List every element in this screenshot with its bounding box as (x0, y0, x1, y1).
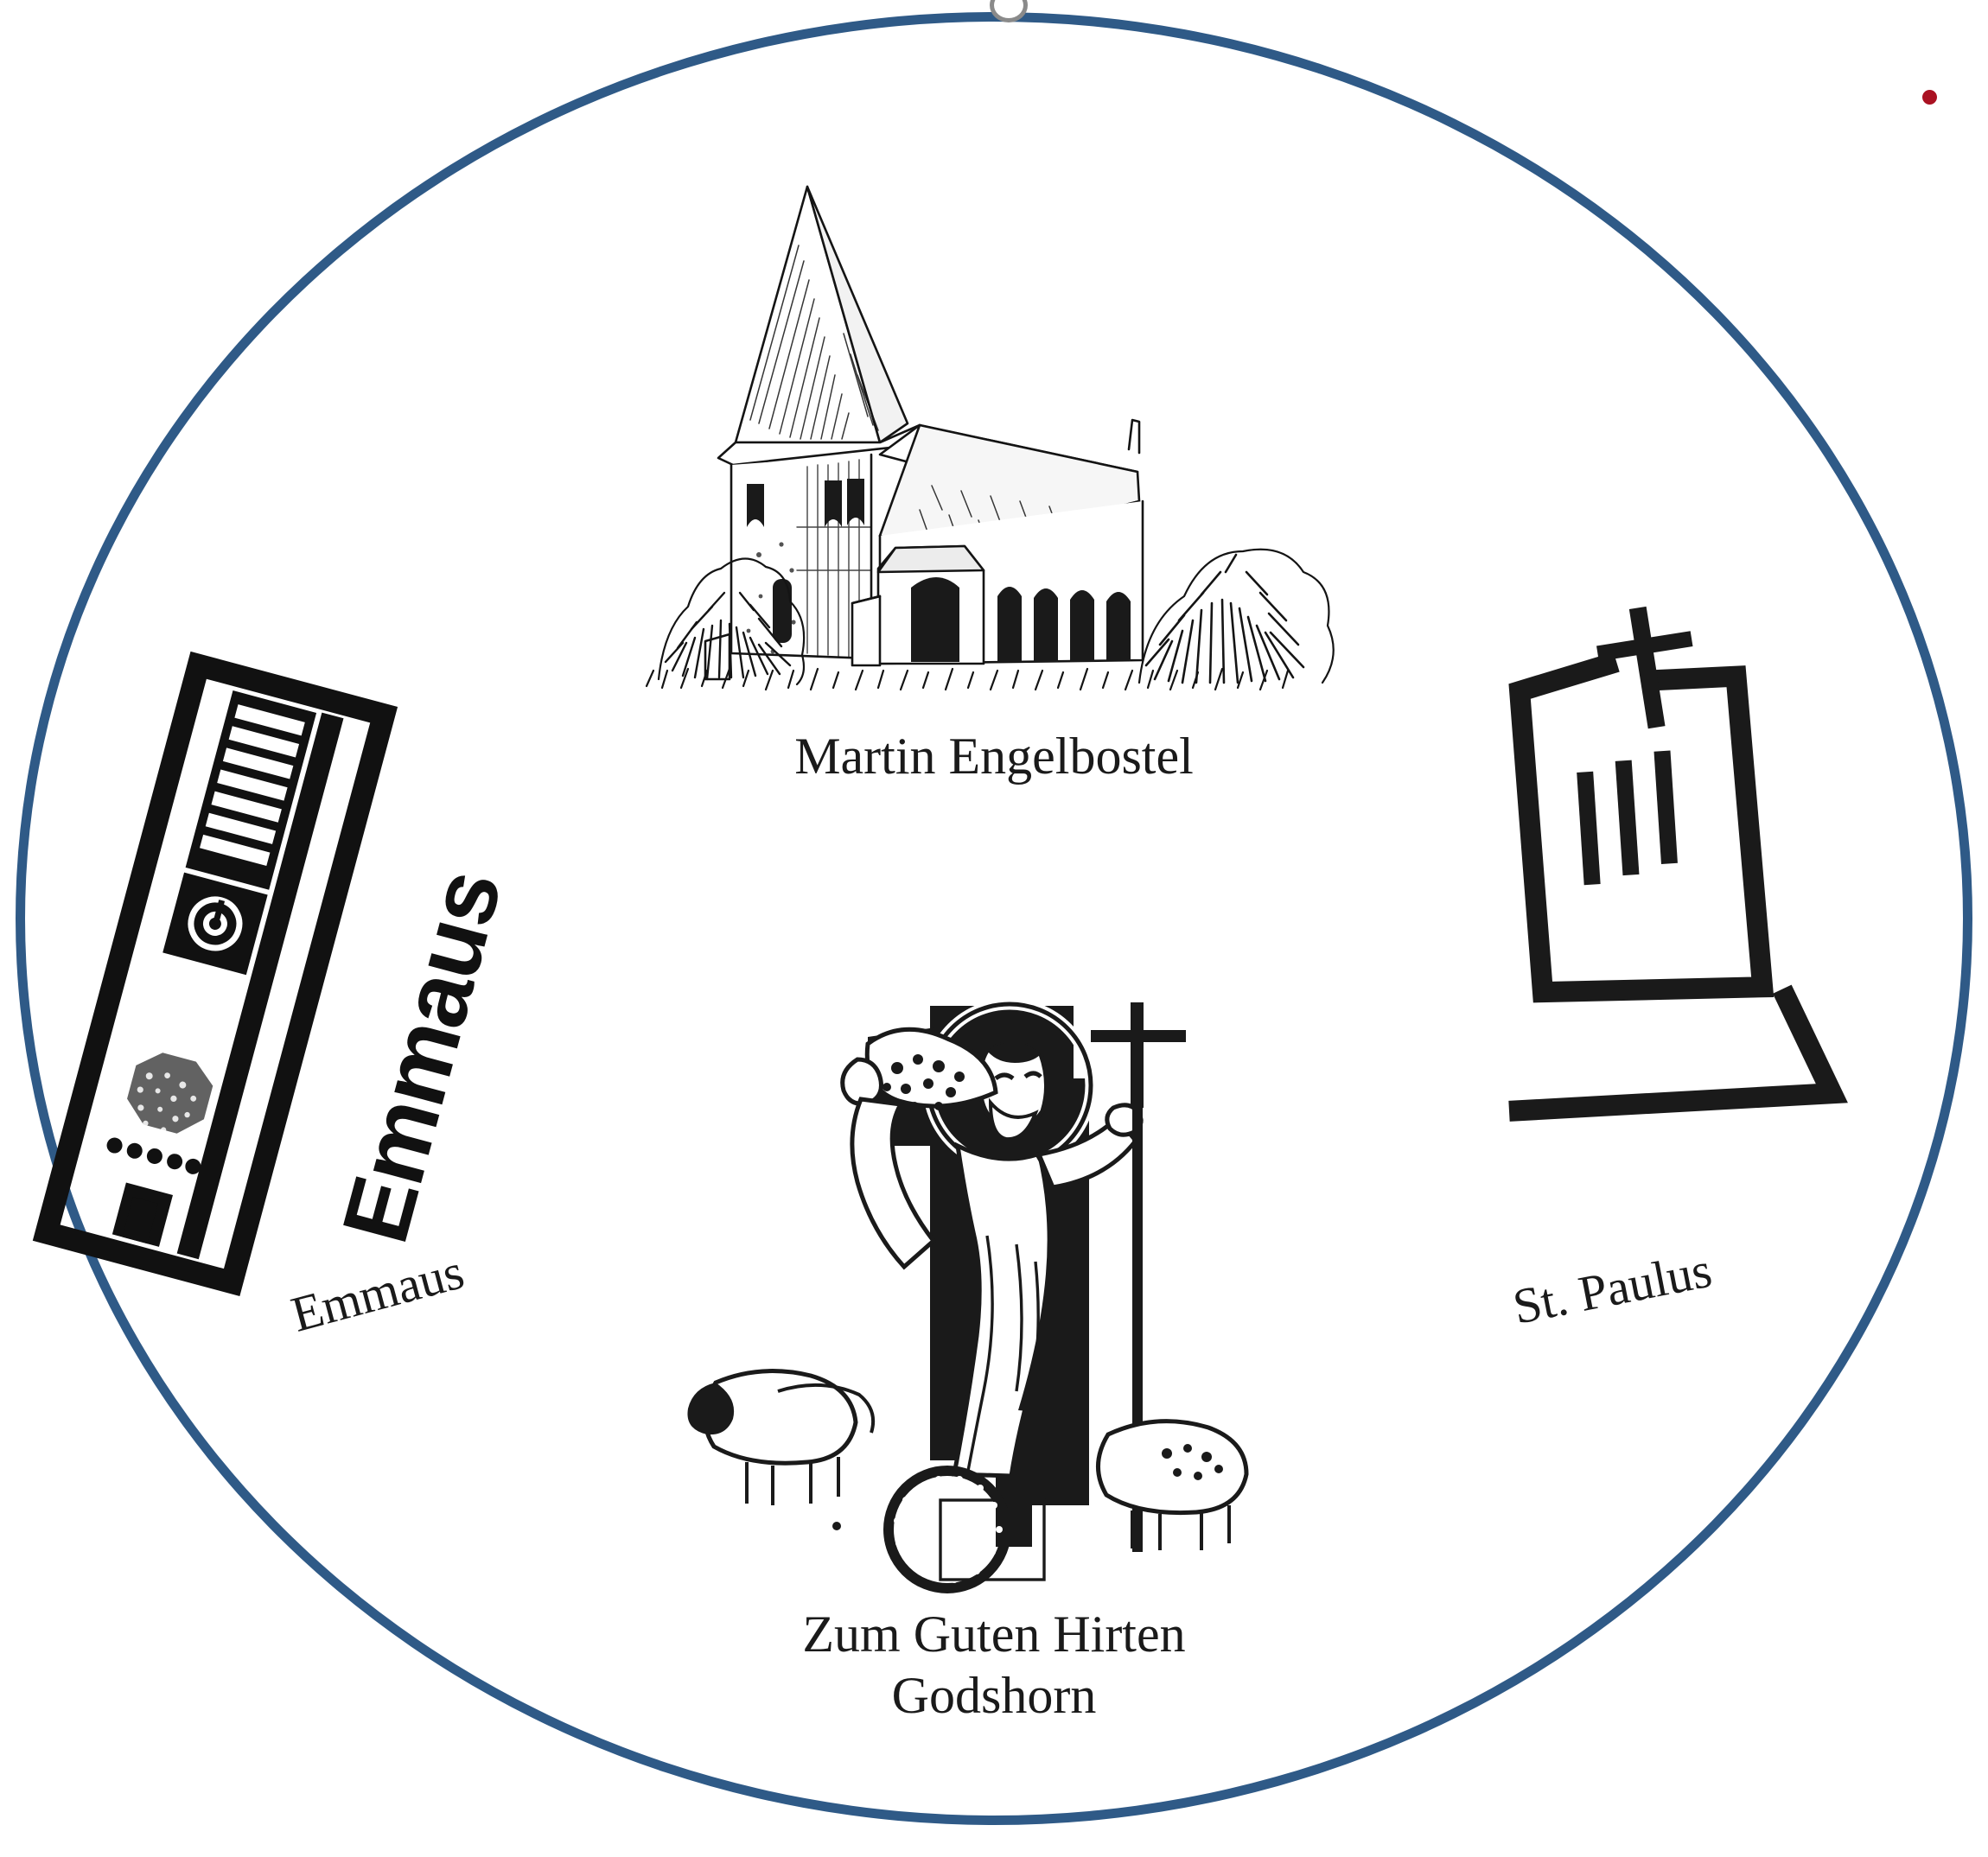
martin-engelbostel-church-drawing (621, 164, 1335, 700)
red-dot-mark (1922, 90, 1937, 105)
good-shepherd-label: Zum Guten Hirten Godshorn (0, 1604, 1988, 1727)
good-shepherd-label-line2: Godshorn (891, 1666, 1097, 1724)
good-shepherd-label-line1: Zum Guten Hirten (802, 1606, 1186, 1663)
emmaus-logo-wordmark: Emmaus (322, 860, 520, 1253)
martin-engelbostel-label: Martin Engelbostel (0, 726, 1988, 787)
st-paulus-logo (1469, 596, 1919, 1279)
emmaus-logo: Emmaus (32, 651, 532, 1296)
good-shepherd-illustration (683, 976, 1271, 1599)
martin-engelbostel-label-text: Martin Engelbostel (794, 728, 1194, 785)
